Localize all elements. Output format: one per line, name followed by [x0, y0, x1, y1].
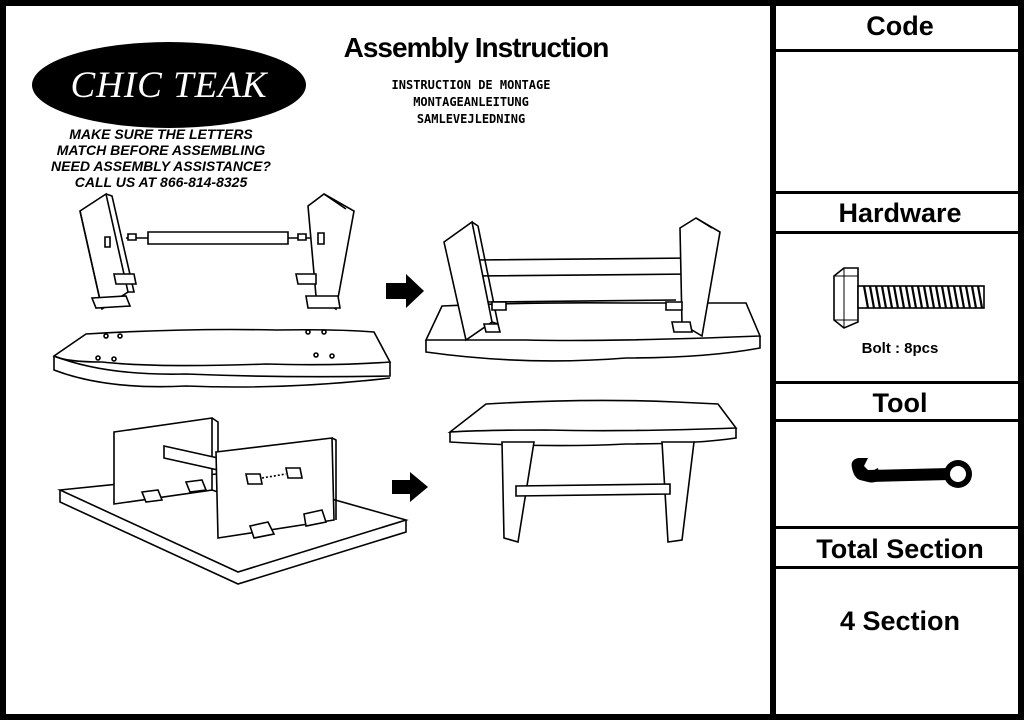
subtitle-danish: SAMLEVEJLEDNING — [416, 112, 526, 126]
step-4-diagram — [450, 400, 736, 542]
hardware-heading: Hardware — [776, 191, 1024, 234]
step-2-diagram — [426, 218, 760, 361]
total-section-heading: Total Section — [776, 526, 1024, 569]
subtitle-german: MONTAGEANLEITUNG — [413, 95, 529, 109]
step-arrow-1 — [386, 274, 424, 308]
bolt-icon — [833, 267, 985, 329]
total-section-value: 4 Section — [839, 606, 961, 636]
note-line-4: CALL US AT 866-814-8325 — [74, 174, 248, 190]
tool-heading: Tool — [776, 381, 1024, 422]
code-heading: Code — [776, 3, 1024, 52]
main-panel: CHIC TEAK Assembly Instruction INSTRUCTI… — [6, 6, 770, 714]
step-arrow-2 — [392, 472, 428, 502]
note-line-1: MAKE SURE THE LETTERS — [69, 126, 253, 142]
note-line-2: MATCH BEFORE ASSEMBLING — [56, 142, 266, 158]
step-1-diagram — [54, 194, 390, 387]
step-3-diagram — [60, 418, 406, 584]
note-line-3: NEED ASSEMBLY ASSISTANCE? — [51, 158, 271, 174]
sidebar: Code Hardware Bolt : 8pcs Tool — [770, 6, 1024, 714]
hardware-item: Bolt : 8pcs — [861, 340, 939, 357]
brand-name: CHIC TEAK — [70, 64, 268, 106]
brand-logo: CHIC TEAK — [32, 42, 306, 128]
page-title: Assembly Instruction — [343, 32, 610, 63]
subtitle-french: INSTRUCTION DE MONTAGE — [391, 78, 551, 92]
wrench-icon — [851, 458, 972, 488]
assembly-diagram — [6, 6, 770, 714]
